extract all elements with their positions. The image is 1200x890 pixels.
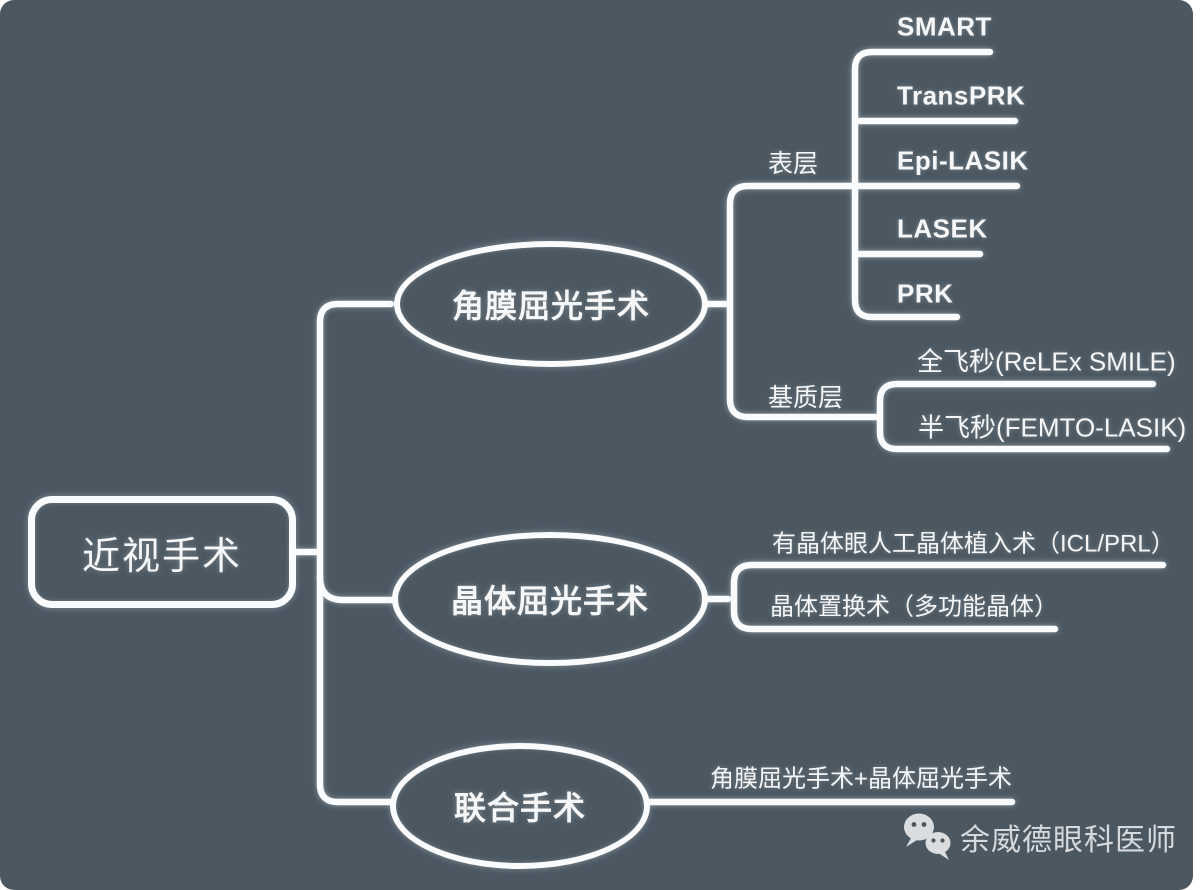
root-label: 近视手术 <box>81 535 242 578</box>
node-lens-surgery[interactable]: 晶体屈光手术 <box>392 532 708 666</box>
leaf-lens-exchange[interactable]: 晶体置换术（多功能晶体） <box>770 593 1058 621</box>
connector-lens-junction <box>730 561 1167 633</box>
connector-surface-branch <box>726 182 1021 421</box>
label-stroma-layer[interactable]: 基质层 <box>768 384 844 412</box>
connector-branch-lens <box>316 573 397 604</box>
watermark: 余威德眼科医师 <box>902 812 1177 862</box>
lens-surgery-label: 晶体屈光手术 <box>450 583 649 619</box>
connector-main-trunk <box>316 300 395 806</box>
leaf-combined-procedure[interactable]: 角膜屈光手术+晶体屈光手术 <box>710 765 1013 793</box>
connector-stroma-spine <box>876 380 1171 453</box>
leaf-half-femto-lasik[interactable]: 半飞秒(FEMTO-LASIK) <box>918 412 1187 443</box>
leaf-epi-lasik[interactable]: Epi-LASIK <box>897 145 1029 176</box>
connector-surface-trunk <box>851 48 994 321</box>
leaf-full-femto-smile[interactable]: 全飞秒(ReLEx SMILE) <box>917 346 1176 377</box>
watermark-label: 余威德眼科医师 <box>960 824 1177 857</box>
wechat-icon <box>904 813 951 860</box>
combined-surgery-label: 联合手术 <box>453 790 586 826</box>
node-combined-surgery[interactable]: 联合手术 <box>390 743 650 869</box>
leaf-prk[interactable]: PRK <box>897 278 954 309</box>
leaf-icl-prl-implant[interactable]: 有晶体眼人工晶体植入术（ICL/PRL） <box>772 530 1175 558</box>
node-corneal-surgery[interactable]: 角膜屈光手术 <box>394 241 708 367</box>
node-root[interactable]: 近视手术 <box>28 496 296 608</box>
corneal-surgery-label: 角膜屈光手术 <box>451 288 650 324</box>
leaf-transprk[interactable]: TransPRK <box>897 80 1026 111</box>
leaf-smart[interactable]: SMART <box>897 11 992 42</box>
leaf-lasek[interactable]: LASEK <box>897 213 988 244</box>
label-surface-layer[interactable]: 表层 <box>768 150 819 178</box>
